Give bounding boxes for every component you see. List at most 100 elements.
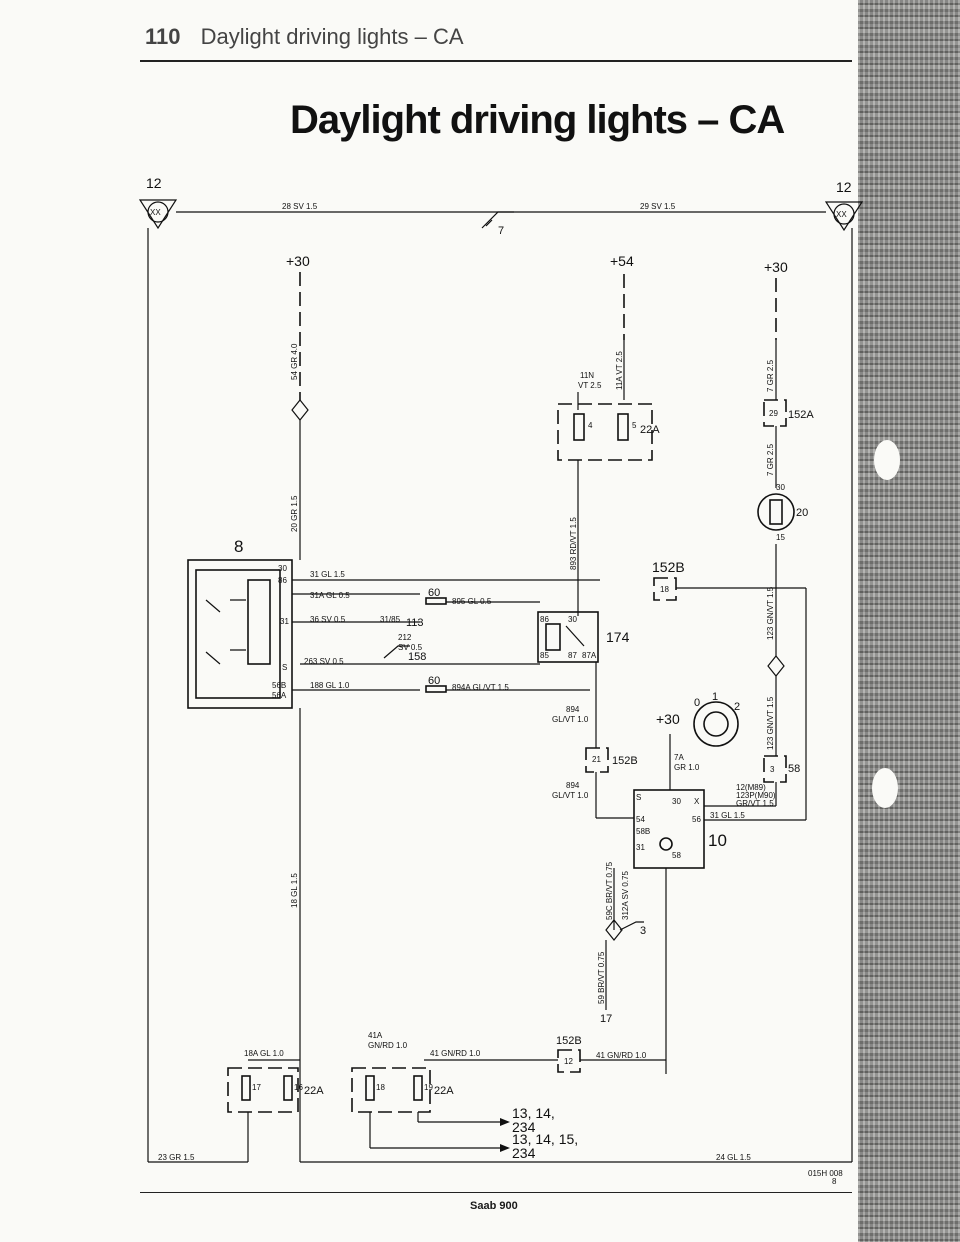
r174-pin-86: 86 <box>540 615 549 624</box>
top-ground-label: 7 <box>498 225 504 237</box>
relay-8-contacts <box>205 599 246 665</box>
fusebox-22a-left <box>227 1067 299 1113</box>
wire-7b: 7 GR 2.5 <box>766 443 775 476</box>
wire-20: 20 GR 1.5 <box>290 495 299 532</box>
wire-59: 59 BR/VT 0.75 <box>597 951 606 1004</box>
supply-mid: +54 <box>610 253 634 269</box>
wire-31: 31 GL 1.5 <box>310 570 345 579</box>
fuse-19 <box>413 1075 423 1101</box>
wire-894d: GL/VT 1.0 <box>552 791 589 800</box>
label-60b: 60 <box>428 675 440 687</box>
pin-29: 29 <box>769 409 778 418</box>
wire-12-gr: GR/VT 1.5 <box>736 799 774 808</box>
pin-21: 21 <box>592 755 601 764</box>
relay-pin-86: 86 <box>278 576 287 585</box>
wire-123b: 123 GN/VT 1.5 <box>766 696 775 750</box>
component-20-inner <box>769 499 783 525</box>
fusebox-22a-right <box>351 1067 431 1113</box>
ignition-switch <box>693 701 739 747</box>
connector-60b <box>425 685 447 693</box>
switch-10-lamp <box>659 837 673 851</box>
relay-8 <box>187 559 293 709</box>
sw10-pin-31: 31 <box>636 843 645 852</box>
ground-right-symbol <box>833 203 855 225</box>
label-58: 58 <box>788 763 800 775</box>
scan-edge <box>858 0 960 1242</box>
fuse-18 <box>365 1075 375 1101</box>
label-22a: 22A <box>640 424 660 436</box>
arrowhead-ref-2 <box>500 1144 510 1152</box>
ground-left-triangle <box>138 199 178 230</box>
label-17: 17 <box>600 1013 612 1025</box>
ref-1: 13, 14, <box>512 1105 555 1121</box>
r174-pin-87a: 87A <box>582 651 597 660</box>
wire-11n-b: VT 2.5 <box>578 381 602 390</box>
fuse-18-pin: 18 <box>376 1083 385 1092</box>
wire-41a-b: GN/RD 1.0 <box>368 1041 408 1050</box>
wire-7a-label-b: GR 1.0 <box>674 763 700 772</box>
wire-894c: 894 <box>566 781 580 790</box>
label-152b: 152B <box>652 559 685 575</box>
relay-pin-30: 30 <box>278 564 287 573</box>
label-152b-3: 152B <box>556 1035 582 1047</box>
wire-23: 23 GR 1.5 <box>158 1153 195 1162</box>
wire-7a: 7 GR 2.5 <box>766 359 775 392</box>
sw10-pin-30: 30 <box>672 797 681 806</box>
fuse-5-pin: 5 <box>632 421 637 430</box>
page-title: Daylight driving lights – CA <box>290 98 785 142</box>
ign-pos-1: 1 <box>712 691 718 703</box>
label-3: 3 <box>640 925 646 937</box>
pin-18: 18 <box>660 585 669 594</box>
wire-263: 263 SV 0.5 <box>304 657 344 666</box>
section-name: Daylight driving lights – CA <box>200 24 464 49</box>
relay-174-contact <box>565 625 585 647</box>
fuse-16 <box>283 1075 293 1101</box>
header-rule <box>140 60 852 62</box>
label-152b-2: 152B <box>612 755 638 767</box>
footer-rule <box>140 1192 852 1193</box>
wire-212b: SV 0.5 <box>398 643 423 652</box>
wire-18: 18 GL 1.5 <box>290 873 299 908</box>
label-20: 20 <box>796 507 808 519</box>
ground-left-number: 12 <box>146 175 162 191</box>
wire-59c: 59C BR/VT 0.75 <box>605 861 614 920</box>
relay-8-inner <box>195 569 281 699</box>
splice-right <box>767 655 785 677</box>
fuse-4-pin: 4 <box>588 421 593 430</box>
wire-36: 36 SV 0.5 <box>310 615 346 624</box>
wire-893: 893 RD/VT 1.5 <box>569 517 578 570</box>
ground-right-number: 12 <box>836 179 852 195</box>
pin-15: 15 <box>776 533 785 542</box>
ground-158-symbol <box>383 645 410 659</box>
sw10-pin-58: 58 <box>672 851 681 860</box>
wire-41b: 41 GN/RD 1.0 <box>596 1051 647 1060</box>
wire-28: 28 SV 1.5 <box>282 202 318 211</box>
relay-pin-56a: 56A <box>272 691 287 700</box>
fuse-4 <box>573 413 585 441</box>
relay-8-coil <box>247 579 271 665</box>
wire-894-b: GL/VT 1.0 <box>552 715 589 724</box>
sw10-pin-56: 56 <box>692 815 701 824</box>
footer-label: Saab 900 <box>470 1200 518 1212</box>
wire-29: 29 SV 1.5 <box>640 202 676 211</box>
connector-152b-bottom <box>557 1049 581 1073</box>
fusebox-22a-top <box>557 403 653 461</box>
relay-8-pins: 30 86 31 S 56B 56A <box>272 564 289 700</box>
sw10-pin-s: S <box>636 793 641 802</box>
wire-894a: 894A GL/VT 1.5 <box>452 683 509 692</box>
relay-174 <box>537 611 599 663</box>
wire-31-85: 31/85 <box>380 615 401 624</box>
label-113: 113 <box>406 617 424 629</box>
wire-7a-label: 7A <box>674 753 684 762</box>
ignition-switch-core <box>703 711 729 737</box>
wire-11a: 11A VT 2.5 <box>615 351 624 390</box>
wire-894: 894 <box>566 705 580 714</box>
wire-24: 24 GL 1.5 <box>716 1153 751 1162</box>
r174-pin-85: 85 <box>540 651 549 660</box>
top-ground-symbol <box>481 211 514 229</box>
fuse-16-pin: 16 <box>294 1083 303 1092</box>
wire-54: 54 GR 4.0 <box>290 343 299 380</box>
r174-pin-87: 87 <box>568 651 577 660</box>
figure-code-2: 8 <box>832 1177 837 1186</box>
wire-312a: 312A SV 0.75 <box>621 871 630 920</box>
